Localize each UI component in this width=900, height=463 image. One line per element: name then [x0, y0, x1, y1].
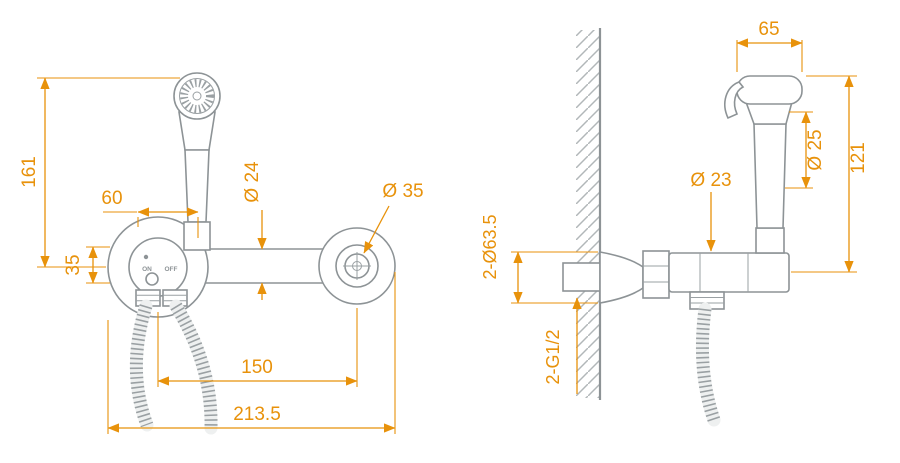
shower-hose	[170, 302, 218, 429]
sprayer-body-side	[753, 123, 787, 229]
spray-face-nozzles	[180, 79, 214, 113]
sprayer-trigger-lever	[724, 81, 745, 120]
front-fixture: ON OFF	[107, 72, 396, 435]
dim-65-label: 65	[758, 19, 779, 40]
sprayer-head-ring	[179, 78, 215, 114]
sprayer-cap	[736, 75, 803, 105]
dim-dia25-label: Ø 25	[805, 129, 826, 170]
side-fixture	[562, 28, 803, 427]
sprayer-head-cone	[744, 101, 794, 125]
sprayer-shaft	[184, 149, 210, 223]
valve-on-label: ON	[142, 266, 152, 273]
valve-body	[668, 252, 790, 293]
dim-g12-label: 2-G1/2	[543, 329, 563, 384]
inlet-hose-body	[129, 299, 154, 432]
valve-off-label: OFF	[165, 266, 178, 273]
dim-dia35-label: Ø 35	[382, 181, 423, 202]
dim-dia635-label: 2-Ø63.5	[480, 214, 500, 279]
dim-35-label: 35	[63, 254, 84, 275]
sprayer-grip-knurl	[183, 221, 211, 251]
side-dimensions: 65 121 Ø 25 Ø 23 2-Ø63.5 2-G1/2	[480, 19, 869, 394]
dim-150-label: 150	[241, 357, 273, 378]
valve-index-dot	[143, 254, 149, 260]
dim-dia24-label: Ø 24	[242, 161, 263, 203]
stem-thread-knurl	[755, 227, 785, 254]
front-view: ON OFF	[19, 72, 424, 435]
side-view: 65 121 Ø 25 Ø 23 2-Ø63.5 2-G1/2	[480, 19, 869, 427]
wall-hatching	[576, 30, 600, 398]
valve-knob	[145, 272, 159, 286]
side-hose-body	[695, 302, 721, 427]
dim-121-label: 121	[848, 142, 869, 174]
mounting-nut	[642, 250, 670, 299]
escutcheon-cone	[599, 251, 644, 304]
dim-dia35-leader	[363, 205, 390, 254]
right-escutcheon-inner	[335, 244, 379, 288]
dim-2135-label: 213.5	[233, 404, 281, 425]
spray-face-center	[192, 91, 202, 101]
front-dimensions: 161 60 35 Ø 24 Ø 35 150	[19, 77, 424, 434]
dim-dia23-label: Ø 23	[690, 170, 731, 191]
dim-161-label: 161	[19, 156, 40, 188]
inlet-thread-nipple	[562, 262, 601, 292]
dim-60-label: 60	[101, 188, 122, 209]
